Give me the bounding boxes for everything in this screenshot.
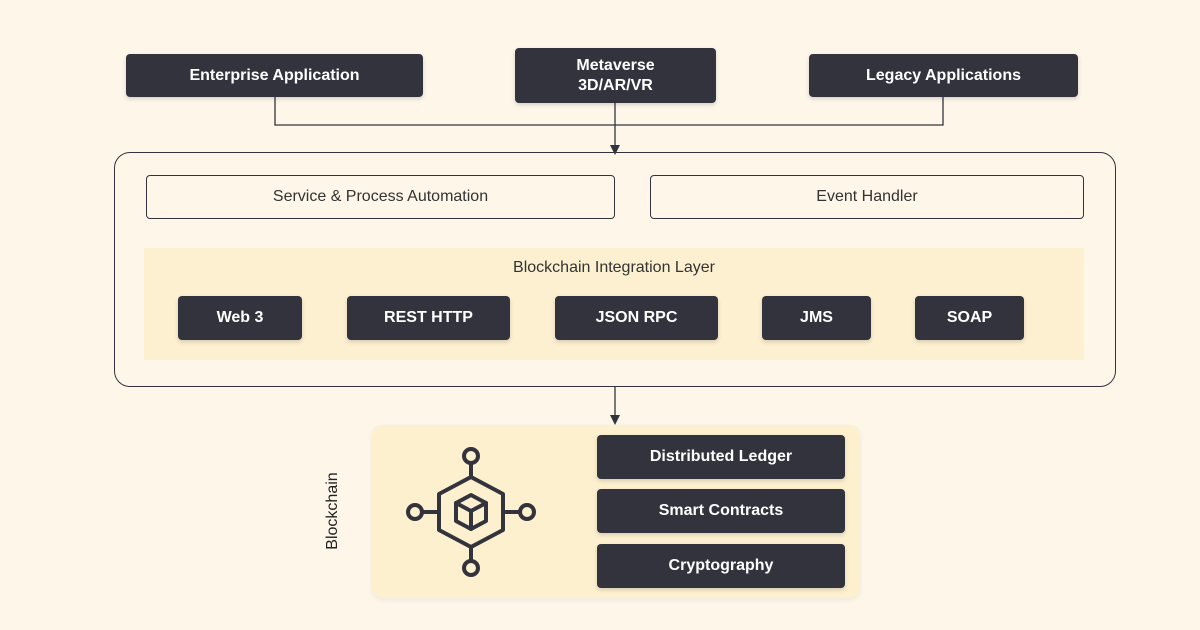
distributed-ledger-box: Distributed Ledger [597,435,845,479]
metaverse-label: Metaverse [576,56,655,74]
distributed-ledger-label: Distributed Ledger [649,448,793,465]
protocol-label: REST HTTP [384,309,473,326]
protocol-label: Web 3 [216,309,264,326]
enterprise-application-label: Enterprise Application [189,66,360,84]
smart-contracts-box: Smart Contracts [597,489,845,533]
blockchain-cube-network-icon [406,447,536,577]
metaverse-sublabel: 3D/AR/VR [578,76,653,94]
service-automation-box: Service & Process Automation [146,175,615,219]
connector-legacy [615,97,944,126]
protocol-label: JSON RPC [595,309,678,326]
connector-enterprise [274,97,615,126]
protocol-jms: JMS [762,296,871,340]
protocol-json-rpc: JSON RPC [555,296,718,340]
protocol-label: SOAP [946,309,993,326]
blockchain-side-label: Blockchain [324,472,341,550]
smart-contracts-label: Smart Contracts [658,502,784,519]
integration-layer-title: Blockchain Integration Layer [513,259,715,276]
event-handler-box: Event Handler [650,175,1084,219]
event-handler-label: Event Handler [816,188,918,205]
cryptography-box: Cryptography [597,544,845,588]
protocol-soap: SOAP [915,296,1024,340]
service-automation-label: Service & Process Automation [272,188,489,205]
cryptography-label: Cryptography [668,557,774,574]
metaverse-box: Metaverse 3D/AR/VR [515,48,716,103]
legacy-applications-label: Legacy Applications [866,66,1021,84]
middleware-frame [114,152,1116,387]
protocol-web3: Web 3 [178,296,302,340]
enterprise-application-box: Enterprise Application [126,54,423,97]
protocol-label: JMS [800,309,833,326]
protocol-rest-http: REST HTTP [347,296,510,340]
legacy-applications-box: Legacy Applications [809,54,1078,97]
